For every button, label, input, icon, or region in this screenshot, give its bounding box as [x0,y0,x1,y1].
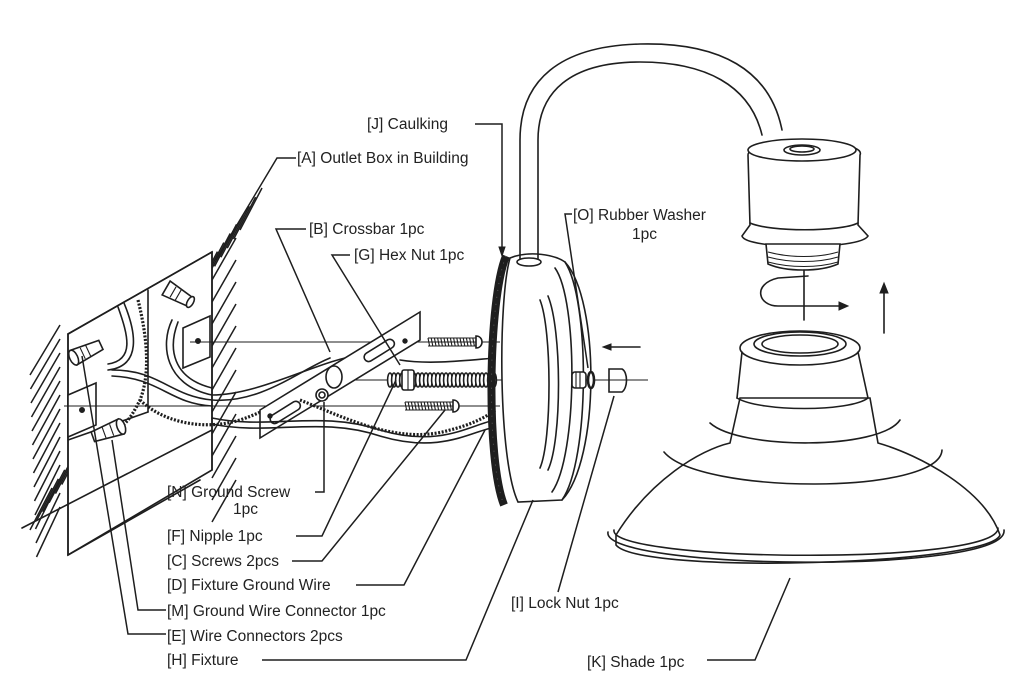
lamp-socket [741,138,869,271]
mounting-screw-upper [427,335,483,349]
hatch-stroke [32,408,61,460]
ground-wire-connector [90,417,127,443]
label-ground-wire-connector: [M] Ground Wire Connector 1pc [167,603,386,620]
screw-thread [453,337,456,347]
screw-thread [417,401,420,411]
hatch-stroke [30,352,61,404]
hatch-stroke [33,436,61,488]
screw-thread [462,337,466,347]
screw-thread [456,337,459,347]
label-fixture-ground-wire: [D] Fixture Ground Wire [167,577,331,594]
label-lock-nut: [I] Lock Nut 1pc [511,595,619,612]
screw-thread [420,401,424,411]
screw-thread [449,401,452,411]
hatch-stroke [31,380,61,432]
leader-lines [81,123,791,661]
label-crossbar: [B] Crossbar 1pc [309,221,425,238]
hatch-stroke [211,435,237,479]
hatch-stroke [211,325,237,369]
hatch-stroke [29,338,61,390]
hatch-stroke [226,205,250,249]
hatch-stroke [34,464,61,516]
wire-connector-upper [161,279,196,309]
rotate-arrow-icon [759,269,850,321]
screw-thread [410,401,414,411]
hatch-stroke [35,478,60,522]
screw-thread [472,337,475,347]
screw-thread [433,337,437,347]
screw-thread [440,337,443,347]
label-rubber-washer-qty: 1pc [632,226,657,243]
screw-thread [414,401,417,411]
hatch-stroke [211,479,237,523]
nipple [386,369,498,391]
label-rubber-washer: [O] Rubber Washer [573,207,706,224]
hatch-stroke [239,187,263,231]
gooseneck-arm [516,43,783,267]
screw-thread [437,337,440,347]
left-arrow-icon [601,343,641,351]
hatch-stroke [33,450,61,502]
hatch-stroke [34,478,61,530]
rubber-washer [586,370,596,390]
screw-head [475,335,483,349]
hatch-stroke [211,347,237,391]
label-screws: [C] Screws 2pcs [167,553,279,570]
hatch-stroke [211,237,237,281]
house-wires [107,299,361,430]
fixture-threaded-stud [571,371,587,389]
label-caulking: [J] Caulking [367,116,448,133]
screw-thread [433,401,436,411]
screw-thread [446,337,450,347]
screw-thread [427,337,431,347]
shade [607,330,1005,564]
callout-labels: [J] Caulking [A] Outlet Box in Building … [167,116,706,671]
hatch-stroke [35,492,61,544]
screw-thread [465,337,469,347]
hatch-stroke [31,394,61,446]
hatch-stroke [232,196,257,240]
hatch-stroke [29,324,61,376]
hatch-stroke [211,259,237,303]
label-ground-screw: [N] Ground Screw [167,484,291,501]
screw-thread [436,401,440,411]
hatch-stroke [211,369,237,413]
hatch-stroke [30,366,61,418]
screw-thread [426,401,430,411]
lock-nut [608,368,628,393]
screw-thread [443,337,447,347]
hatch-stroke [211,303,237,347]
hatch-stroke [211,457,237,501]
up-arrow-icon [879,281,889,334]
label-fixture: [H] Fixture [167,652,238,669]
screw-thread [442,401,446,411]
screw-thread [469,337,472,347]
screw-thread [404,401,408,411]
label-nipple: [F] Nipple 1pc [167,528,263,545]
hatch-stroke [211,281,237,325]
hatch-stroke [29,487,53,531]
screw-thread [423,401,427,411]
hatch-stroke [35,506,61,558]
label-ground-screw-qty: 1pc [233,501,258,518]
wire-connector-left [67,339,105,366]
fixture-wires [211,357,496,444]
screw-thread [439,401,443,411]
screw-thread [449,337,453,347]
screw-thread [430,337,434,347]
label-shade: [K] Shade 1pc [587,654,685,671]
screw-thread [407,401,411,411]
label-wire-connectors: [E] Wire Connectors 2pcs [167,628,343,645]
hatch-stroke [32,422,61,474]
screw-thread [446,401,449,411]
screw-thread [459,337,463,347]
screw-head [452,399,460,413]
label-outlet-box: [A] Outlet Box in Building [297,150,468,167]
label-hex-nut: [G] Hex Nut 1pc [354,247,465,264]
screw-thread [430,401,433,411]
